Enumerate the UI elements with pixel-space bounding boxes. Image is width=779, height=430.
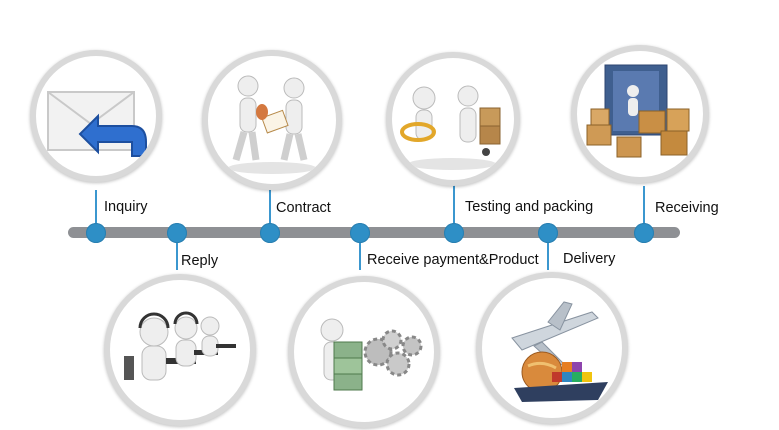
node-reply — [167, 223, 187, 243]
stem-contract — [269, 190, 271, 226]
label-payment: Receive payment&Product — [367, 252, 539, 268]
plane-ship-globe-icon — [476, 272, 628, 424]
container-boxes-icon — [571, 45, 709, 183]
node-delivery — [538, 223, 558, 243]
node-contract — [260, 223, 280, 243]
stem-receiving — [643, 186, 645, 226]
node-receiving — [634, 223, 654, 243]
label-testing: Testing and packing — [465, 199, 593, 215]
node-payment — [350, 223, 370, 243]
envelope-reply-icon — [30, 50, 162, 182]
call-center-icon — [104, 274, 256, 426]
inspection-packing-icon — [386, 52, 520, 186]
label-contract: Contract — [276, 200, 331, 216]
node-testing — [444, 223, 464, 243]
node-inquiry — [86, 223, 106, 243]
money-gears-icon — [288, 276, 440, 428]
label-inquiry: Inquiry — [104, 199, 148, 215]
stem-inquiry — [95, 190, 97, 226]
timeline-bar — [68, 227, 680, 238]
label-delivery: Delivery — [563, 251, 615, 267]
label-reply: Reply — [181, 253, 218, 269]
label-receiving: Receiving — [655, 200, 719, 216]
contract-signing-icon — [202, 50, 342, 190]
